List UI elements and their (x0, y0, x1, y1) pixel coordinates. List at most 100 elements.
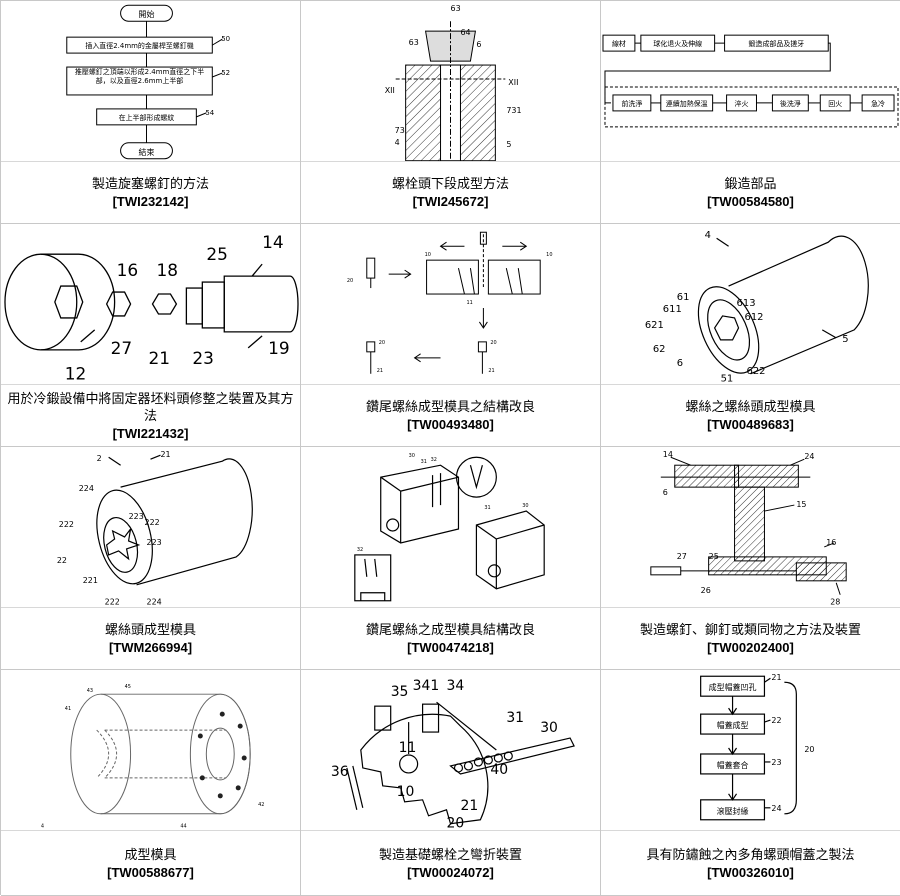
flow-box: 成型帽蓋凹孔 (709, 682, 757, 692)
caption: 鍛造部品 [TW00584580] (601, 165, 900, 221)
caption: 製造螺釘、鉚釘或類同物之方法及裝置 [TW00202400] (601, 611, 900, 667)
patent-title[interactable]: 鑽尾螺絲之成型模具結構改良 (365, 623, 535, 638)
divider (1, 161, 300, 162)
result-card[interactable]: 16 18 25 14 27 21 23 19 12 用於冷鍛設備中將固定器坯料… (1, 224, 301, 447)
result-card[interactable]: 14 24 6 15 16 27 25 26 28 製造螺釘、鉚釘或類同物之方法… (601, 447, 900, 670)
result-card[interactable]: 線材 球化退火及伸線 鍛造成部品及搓牙 前洗淨 連續加熱保溫 淬火 後洗淨 回火… (601, 1, 900, 224)
divider (601, 607, 900, 608)
ref-numeral: 35 (391, 684, 409, 700)
ref-numeral: 41 (65, 706, 71, 712)
patent-drawing[interactable]: 63 64 6 63 XII XII 731 73 4 5 (301, 1, 600, 161)
result-card[interactable]: 2 21 224 223 222 222 223 22 221 222 224 … (1, 447, 301, 670)
patent-drawing[interactable]: 開始 插入直徑2.4mm的金屬桿至螺釘機 推壓螺釘之頂端以形成2.4mm直徑之下… (1, 1, 300, 161)
patent-number[interactable]: [TWI221432] (112, 425, 189, 441)
patent-number[interactable]: [TW00326010] (707, 864, 794, 880)
divider (601, 161, 900, 162)
flow-box: 急冷 (871, 99, 885, 108)
ref-numeral: 5 (506, 140, 511, 149)
patent-number[interactable]: [TWI245672] (412, 194, 489, 209)
patent-drawing[interactable]: 成型帽蓋凹孔 帽蓋成型 帽蓋套合 滾壓封緣 21 22 23 24 20 (601, 670, 900, 830)
patent-number[interactable]: [TW00024072] (407, 864, 494, 880)
patent-title[interactable]: 螺絲頭成型模具 (104, 623, 196, 638)
caption: 成型模具 [TW00588677] (1, 834, 300, 893)
ref-numeral: 27 (677, 552, 687, 561)
ref-numeral: 612 (745, 312, 764, 323)
result-card[interactable]: 4 61 611 613 612 621 62 6 622 51 5 螺絲之螺絲… (601, 224, 900, 447)
patent-number[interactable]: [TWM266994] (108, 640, 193, 655)
ref-numeral: 16 (826, 538, 836, 547)
result-card[interactable]: 41 43 45 4 44 42 成型模具 [TW00588677] (1, 670, 301, 896)
divider (1, 384, 300, 385)
ref-numeral: 21 (160, 450, 170, 459)
ref-numeral: 63 (409, 38, 419, 47)
flow-start: 開始 (139, 9, 155, 19)
ref-numeral: 2 (97, 454, 102, 463)
patent-title[interactable]: 鑽尾螺絲成型模具之結構改良 (365, 400, 535, 415)
ref-numeral: 10 (546, 252, 552, 258)
divider (301, 384, 600, 385)
ref-numeral: 20 (490, 340, 496, 346)
ref-numeral: 18 (156, 260, 178, 280)
flow-step: 推壓螺釘之頂端以形成2.4mm直徑之下半部，以及直徑2.6mm上半部 (74, 68, 205, 85)
caption: 鑽尾螺絲成型模具之結構改良 [TW00493480] (301, 388, 600, 444)
ref-numeral: 32 (431, 457, 437, 463)
ref-numeral: 11 (466, 300, 472, 306)
ref-numeral: 5 (842, 334, 848, 345)
patent-title[interactable]: 具有防鏽蝕之內多角螺頭帽蓋之製法 (646, 847, 855, 863)
patent-drawing[interactable]: 2 21 224 223 222 222 223 22 221 222 224 (1, 447, 300, 607)
result-card[interactable]: 成型帽蓋凹孔 帽蓋成型 帽蓋套合 滾壓封緣 21 22 23 24 20 具有防… (601, 670, 900, 896)
ref-numeral: 223 (129, 512, 144, 521)
ref-numeral: 20 (379, 340, 385, 346)
ref-numeral: 22 (57, 556, 67, 565)
patent-number[interactable]: [TW00588677] (107, 864, 194, 880)
patent-title[interactable]: 用於冷鍛設備中將固定器坯料頭修整之裝置及其方法 (7, 391, 294, 424)
flow-box: 滾壓封緣 (717, 806, 749, 816)
ref-numeral: 12 (65, 364, 87, 384)
patent-number[interactable]: [TW00474218] (407, 640, 494, 655)
ref-numeral: 45 (125, 684, 131, 690)
patent-drawing[interactable]: 4 61 611 613 612 621 62 6 622 51 5 (601, 224, 900, 384)
flow-end: 結束 (139, 147, 155, 157)
result-card[interactable]: 20 10 10 11 20 21 20 21 鑽尾螺絲成型模具之結構改良 [T… (301, 224, 601, 447)
ref-numeral: 4 (41, 824, 44, 830)
ref-numeral: 21 (771, 673, 781, 682)
ref-numeral: 31 (484, 505, 490, 511)
result-card[interactable]: 開始 插入直徑2.4mm的金屬桿至螺釘機 推壓螺釘之頂端以形成2.4mm直徑之下… (1, 1, 301, 224)
ref-numeral: 43 (87, 688, 93, 694)
ref-numeral: 25 (206, 244, 228, 264)
ref-numeral: 14 (663, 450, 673, 459)
patent-title[interactable]: 製造基礎螺栓之彎折裝置 (378, 847, 522, 863)
patent-number[interactable]: [TW00584580] (707, 194, 794, 209)
patent-title[interactable]: 製造螺釘、鉚釘或類同物之方法及裝置 (639, 623, 861, 638)
patent-drawing[interactable]: 35 341 34 31 30 11 36 10 40 21 20 (301, 670, 600, 830)
result-card[interactable]: 30 31 32 30 31 32 鑽尾螺絲之成型模具結構改良 [TW00474… (301, 447, 601, 670)
patent-drawing[interactable]: 30 31 32 30 31 32 (301, 447, 600, 607)
patent-title[interactable]: 螺絲之螺絲頭成型模具 (685, 400, 816, 415)
patent-drawing[interactable]: 線材 球化退火及伸線 鍛造成部品及搓牙 前洗淨 連續加熱保溫 淬火 後洗淨 回火… (601, 1, 900, 161)
ref-numeral: 223 (147, 538, 162, 547)
patent-title[interactable]: 鍛造部品 (724, 177, 777, 192)
patent-number[interactable]: [TW00202400] (707, 640, 794, 655)
ref-numeral: 63 (451, 4, 461, 13)
divider (301, 607, 600, 608)
result-card[interactable]: 35 341 34 31 30 11 36 10 40 21 20 製造基礎螺栓… (301, 670, 601, 896)
caption: 螺絲之螺絲頭成型模具 [TW00489683] (601, 388, 900, 444)
ref-numeral: 731 (506, 106, 521, 115)
patent-number[interactable]: [TW00493480] (407, 417, 494, 432)
patent-drawing[interactable]: 20 10 10 11 20 21 20 21 (301, 224, 600, 384)
ref-numeral: 6 (677, 358, 683, 369)
patent-drawing[interactable]: 16 18 25 14 27 21 23 19 12 (1, 224, 300, 384)
divider (301, 161, 600, 162)
patent-number[interactable]: [TW00489683] (707, 417, 794, 432)
patent-title[interactable]: 螺栓頭下段成型方法 (391, 177, 509, 192)
patent-number[interactable]: [TWI232142] (112, 194, 189, 209)
result-card[interactable]: 63 64 6 63 XII XII 731 73 4 5 螺栓頭下段成型方法 … (301, 1, 601, 224)
patent-drawing[interactable]: 14 24 6 15 16 27 25 26 28 (601, 447, 900, 607)
patent-title[interactable]: 成型模具 (124, 847, 177, 863)
patent-drawing[interactable]: 41 43 45 4 44 42 (1, 670, 300, 830)
ref-numeral: 21 (149, 348, 171, 368)
patent-title[interactable]: 製造旋塞螺釘的方法 (91, 177, 209, 192)
ref-numeral: 32 (357, 547, 363, 553)
ref-numeral: 24 (771, 804, 781, 813)
